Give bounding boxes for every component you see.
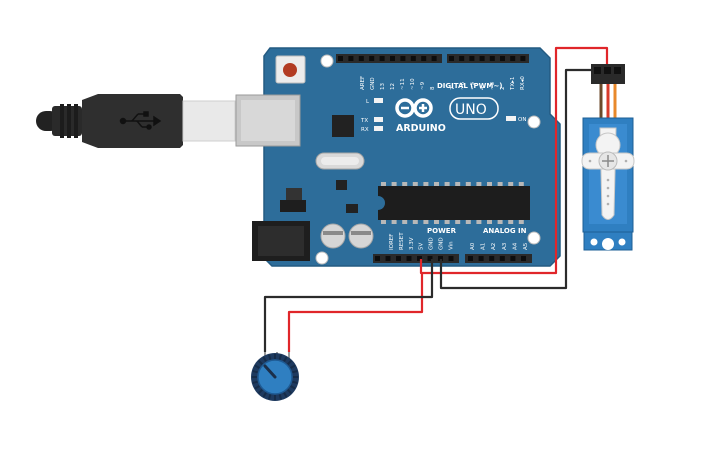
analog-pin-label: A4 — [512, 242, 518, 250]
power-pin-label: GND — [429, 237, 435, 250]
usb-chip — [332, 115, 354, 137]
arduino-logo-icon — [395, 98, 433, 118]
digital-pin-label: ~3 — [490, 81, 496, 90]
led-tx-label: TX — [360, 118, 368, 124]
digital-pin-label: 13 — [380, 83, 386, 90]
servo-horn[interactable] — [581, 127, 635, 220]
power-pin-label: GND — [439, 237, 445, 250]
capacitor-1 — [320, 223, 346, 249]
atmega-microcontroller — [378, 182, 530, 224]
analog-header-label: ANALOG IN — [483, 227, 527, 235]
digital-pin-label: 12 — [390, 83, 396, 90]
digital-pin-label: ~11 — [400, 78, 406, 90]
capacitor-2 — [348, 223, 374, 249]
digital-pin-label: 2 — [500, 87, 506, 91]
brand-label: ARDUINO — [396, 123, 446, 134]
voltage-regulator — [286, 188, 302, 200]
power-pin-label: 3.3V — [409, 237, 415, 250]
reset-button[interactable] — [275, 55, 306, 84]
analog-pin-label: A0 — [470, 242, 476, 250]
digital-pin-label: ~9 — [420, 81, 426, 90]
knob-indicator — [263, 364, 277, 379]
analog-pin-label: A3 — [502, 242, 508, 250]
digital-pin-label: 8 — [430, 86, 436, 90]
wire-pot-power — [287, 273, 424, 352]
power-pin-label: Vin — [448, 241, 454, 250]
digital-header-label: DIGITAL (PWM~) — [437, 82, 502, 90]
led-tx — [374, 117, 383, 122]
digital-pin-label: TX▸1 — [510, 77, 516, 91]
digital-pin-label: GND — [370, 77, 376, 90]
digital-pin-label: 4 — [480, 86, 486, 90]
led-rx-label: RX — [361, 127, 369, 133]
power-pin-label: IOREF — [389, 234, 395, 250]
power-header-label: POWER — [427, 227, 457, 235]
digital-header-2 — [447, 54, 529, 63]
power-header — [373, 254, 459, 263]
analog-header — [465, 254, 532, 263]
wire-servo-power — [419, 46, 609, 275]
led-on — [506, 116, 516, 121]
arduino-uno[interactable]: AREF GND 13 12 ~11 ~10 ~9 8 7 ~6 ~5 4 ~3 2 TX▸1 RX◂0 DI… — [235, 47, 561, 267]
usb-cable — [36, 94, 236, 148]
wire-pot-ground — [263, 259, 434, 352]
digital-pin-label: RX◂0 — [520, 76, 526, 90]
led-l-label: L — [366, 99, 370, 105]
wires — [263, 46, 609, 352]
model-badge — [449, 97, 499, 120]
led-l — [374, 98, 383, 103]
digital-pin-label: ~5 — [470, 81, 476, 90]
digital-header-1 — [336, 54, 442, 63]
analog-pin-label: A2 — [491, 243, 497, 250]
potentiometer[interactable] — [251, 352, 299, 401]
led-rx — [374, 126, 383, 131]
digital-pin-label: ~10 — [410, 78, 416, 90]
power-pin-label: 5V — [419, 243, 425, 250]
led-on-label: ON — [518, 117, 526, 123]
servo-motor[interactable] — [581, 64, 635, 251]
wire-servo-ground — [439, 68, 598, 290]
analog-pin-label: A1 — [481, 243, 487, 250]
digital-pin-label: ~6 — [460, 81, 466, 90]
usb-symbol-icon — [119, 111, 162, 130]
power-pin-label: RESET — [399, 232, 405, 250]
model-label: UNO — [455, 102, 487, 118]
analog-pin-label: A5 — [523, 242, 529, 250]
digital-pin-label: AREF — [360, 76, 366, 90]
digital-pin-label: 7 — [450, 86, 456, 90]
